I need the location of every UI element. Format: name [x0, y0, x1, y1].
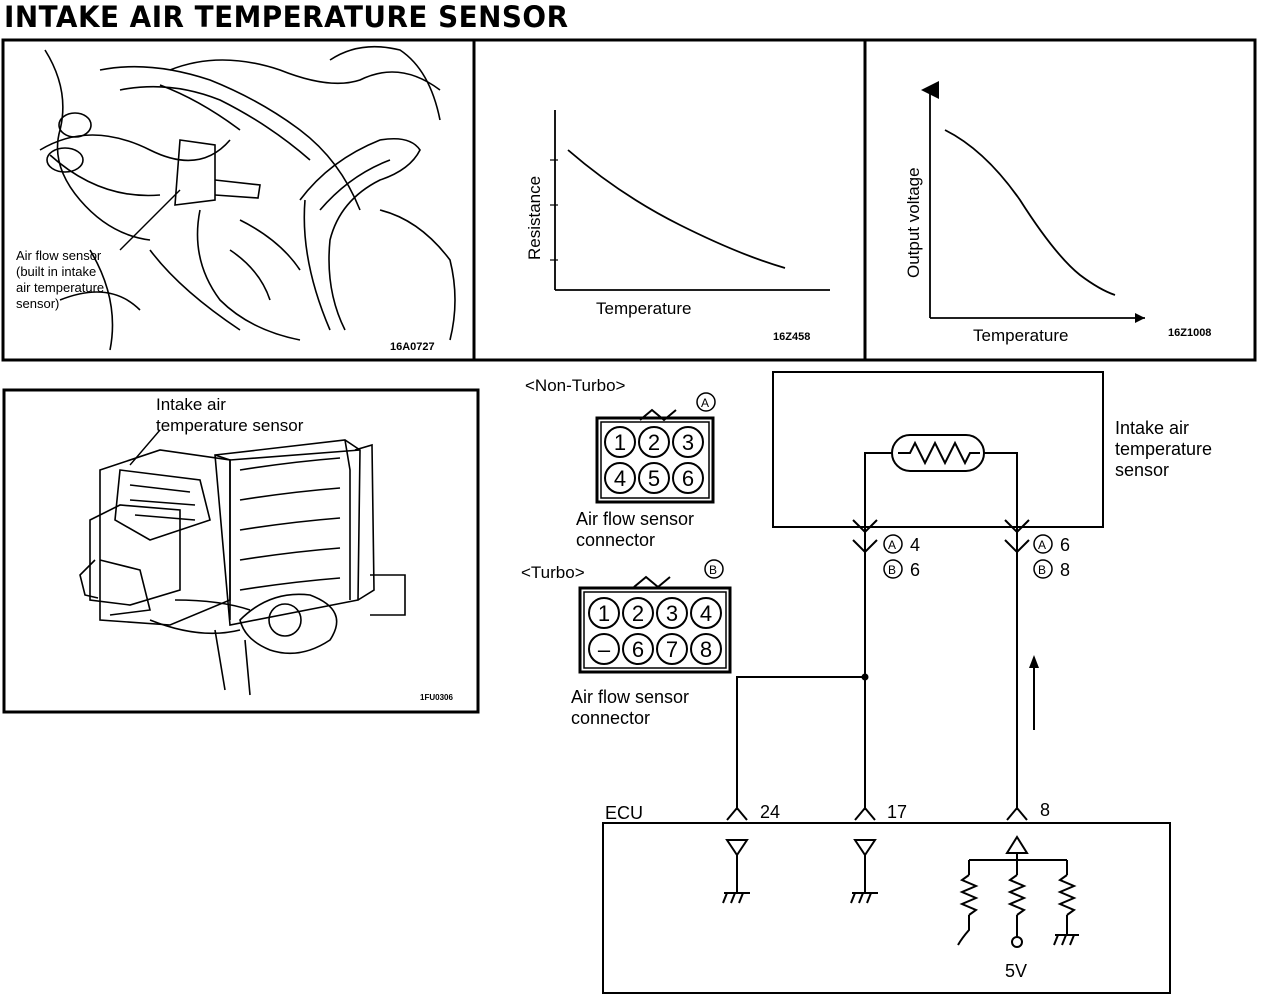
non-turbo-connector [595, 392, 716, 504]
connector-pin-circle [656, 597, 688, 629]
figure-id-16z1008: 16Z1008 [1168, 327, 1211, 339]
marker-a-circle [696, 392, 716, 412]
connector-pin-label: 1 [598, 601, 610, 626]
connector-pin-label: 4 [700, 601, 712, 626]
connector-pin-label: 4 [614, 466, 626, 491]
connector-pin-circle [690, 597, 722, 629]
resistance-axis-label: Resistance [525, 176, 544, 260]
pin-ref-marker-b-right: B [1038, 563, 1046, 577]
ecu-label: ECU [605, 803, 643, 823]
connector-pin-label: 1 [614, 430, 626, 455]
pin-ref-markers [883, 534, 1053, 579]
pin-ref-left-b: 6 [910, 560, 920, 580]
page-title: INTAKE AIR TEMPERATURE SENSOR [4, 0, 569, 34]
connector-pin-label: 3 [666, 601, 678, 626]
air-flow-sensor-leader [119, 189, 181, 251]
figure-id-16z458: 16Z458 [773, 331, 810, 343]
air-flow-sensor-callout-4: sensor) [16, 296, 59, 311]
connector-pin-circle [622, 597, 654, 629]
ecu-box [602, 822, 1171, 994]
pin-ref-right-a: 6 [1060, 535, 1070, 555]
connector-pin-label: 6 [682, 466, 694, 491]
connector-pin-circle [638, 462, 670, 494]
wire-junction-dot [861, 673, 869, 681]
ecu-ground-circuit-24 [722, 839, 750, 904]
sensor-label-1: Intake air [1115, 418, 1189, 438]
air-flow-sensor-callout-3: air temperature [16, 280, 104, 295]
connector-pin-circle [672, 462, 704, 494]
figure-id-1fu0306: 1FU0306 [420, 693, 453, 702]
pin-ref-left-a: 4 [910, 535, 920, 555]
connector-pin-circle [690, 633, 722, 665]
sensor-drawing-frame [2, 388, 480, 714]
air-flow-sensor-callout-1: Air flow sensor [16, 248, 102, 263]
non-turbo-marker: A [701, 396, 709, 410]
resistance-chart [550, 110, 830, 291]
ecu-ground-circuit-17 [850, 839, 878, 904]
output-voltage-chart-x-label: Temperature [973, 326, 1068, 345]
sensor-housing-box [772, 371, 1104, 528]
connector-pin-label: 2 [648, 430, 660, 455]
connector-pin-circle [656, 633, 688, 665]
sensor-label-2: temperature [1115, 439, 1212, 459]
output-voltage-chart [921, 81, 1145, 323]
output-voltage-axis-label: Output voltage [904, 167, 923, 278]
figure-id-16a0727: 16A0727 [390, 341, 435, 353]
ecu-terminals [726, 806, 1028, 821]
sensor-label-3: sensor [1115, 460, 1169, 480]
connector-pin-circle [604, 462, 636, 494]
engine-bay-illustration [39, 45, 456, 351]
airflow-sensor-illustration [79, 439, 406, 696]
connector-pin-circle [604, 426, 636, 458]
intake-air-sensor-leader [129, 429, 161, 466]
signal-direction-arrow [1029, 655, 1039, 668]
connector-pin-label: 5 [648, 466, 660, 491]
non-turbo-caption-1: Air flow sensor [576, 509, 694, 529]
ecu-5v-reference-circuit [957, 835, 1079, 948]
air-flow-sensor-callout-2: (built in intake [16, 264, 96, 279]
connector-pin-circle [638, 426, 670, 458]
non-turbo-label: <Non-Turbo> [525, 376, 626, 395]
turbo-caption-1: Air flow sensor [571, 687, 689, 707]
turbo-marker: B [709, 563, 717, 577]
intake-air-sensor-callout-1: Intake air [156, 395, 226, 414]
connector-pin-label: 3 [682, 430, 694, 455]
resistance-chart-x-label: Temperature [596, 299, 691, 318]
ecu-pin-24: 24 [760, 802, 780, 822]
connector-pin-label: 7 [666, 637, 678, 662]
top-panels-frame [1, 38, 1257, 362]
connector-pin-circle [588, 633, 620, 665]
turbo-label: <Turbo> [521, 563, 585, 582]
non-turbo-caption-2: connector [576, 530, 655, 550]
ecu-pin-8: 8 [1040, 800, 1050, 820]
connector-pin-circle [672, 426, 704, 458]
connector-pin-label: 8 [700, 637, 712, 662]
connector-pin-label: 2 [632, 601, 644, 626]
pin-ref-right-b: 8 [1060, 560, 1070, 580]
connector-pin-label: – [598, 637, 611, 662]
pin-ref-marker-a-right: A [1038, 538, 1046, 552]
intake-air-sensor-callout-2: temperature sensor [156, 416, 304, 435]
resistance-curve [567, 149, 786, 269]
thermistor-symbol [891, 434, 985, 472]
connector-pin-circle [622, 633, 654, 665]
output-voltage-curve [944, 129, 1116, 296]
pin-ref-marker-b-left: B [888, 563, 896, 577]
ecu-5v-label: 5V [1005, 961, 1027, 981]
connector-pin-label: 6 [632, 637, 644, 662]
marker-b-circle [704, 559, 724, 579]
turbo-connector [578, 559, 732, 674]
turbo-caption-2: connector [571, 708, 650, 728]
sensor-wiring [736, 452, 1035, 810]
ecu-pin-17: 17 [887, 802, 907, 822]
pin-ref-marker-a-left: A [888, 538, 896, 552]
connector-pin-circle [588, 597, 620, 629]
